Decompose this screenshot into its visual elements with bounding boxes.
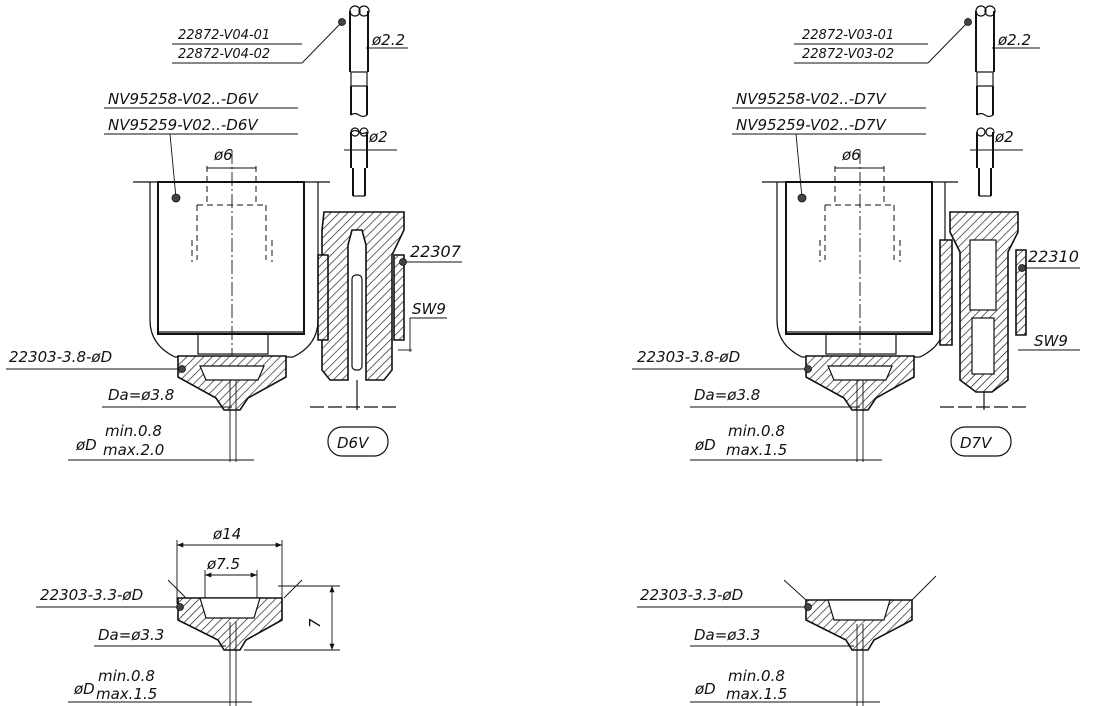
sleeve-part-number: 22310 (1028, 247, 1079, 266)
nozzle-tip (177, 355, 287, 462)
body-part-leader (104, 107, 298, 203)
pin-part-leader (794, 18, 972, 64)
sleeve-part-number: 22307 (410, 242, 462, 261)
pin-lower-diameter: ø2 (368, 128, 388, 146)
od-min: min.0.8 (728, 422, 785, 440)
heater-housing (762, 150, 958, 360)
pin-upper-diameter: ø2.2 (997, 31, 1031, 49)
sleeve-22310 (939, 211, 1080, 410)
od-symbol: øD (73, 680, 95, 698)
variant-label: D7V (960, 434, 993, 452)
body-diameter: ø6 (213, 146, 233, 164)
nozzle-part-dot (178, 365, 186, 373)
od-min: min.0.8 (105, 422, 162, 440)
nozzle-da: Da=ø3.8 (108, 386, 174, 404)
nozzle-detail-3-3-left: ø14 ø7.5 7 22303-3.3-øD Da=ø3.3 øD min.0… (36, 525, 340, 706)
variant-label: D6V (337, 434, 370, 452)
body-part-number-2: NV95259-V02..-D7V (736, 116, 887, 134)
nozzle-part-dot (176, 603, 184, 611)
pin-part-number-2: 22872-V03-02 (802, 47, 894, 62)
inner-diameter: ø7.5 (206, 555, 240, 573)
nozzle-part-number: 22303-3.3-øD (40, 586, 143, 604)
body-part-number-2: NV95259-V02..-D6V (108, 116, 259, 134)
od-min: min.0.8 (728, 667, 785, 685)
nozzle-part-dot (804, 603, 812, 611)
nozzle-part-dot (804, 365, 812, 373)
nozzle-da: Da=ø3.8 (694, 386, 760, 404)
od-min: min.0.8 (98, 667, 155, 685)
ejector-pin-lower (970, 127, 1023, 197)
pin-part-number-1: 22872-V03-01 (802, 28, 894, 43)
nozzle-detail-3-3-right: 22303-3.3-øD Da=ø3.3 øD min.0.8 max.1.5 (637, 575, 937, 706)
outer-diameter: ø14 (212, 525, 241, 543)
pin-part-number-1: 22872-V04-01 (178, 28, 270, 43)
ejector-pin-lower (344, 127, 397, 197)
wrench-size: SW9 (412, 300, 446, 318)
od-max: max.1.5 (726, 441, 787, 459)
pin-part-leader (172, 18, 346, 64)
nozzle-part-number: 22303-3.3-øD (640, 586, 743, 604)
variant-tag (950, 426, 1012, 457)
od-max: max.1.5 (96, 685, 157, 703)
assembly-d7v: 22872-V03-01 22872-V03-02 ø2.2 ø2 (632, 5, 1080, 462)
body-part-number-1: NV95258-V02..-D7V (736, 90, 887, 108)
height-value: 7 (306, 618, 324, 628)
od-symbol: øD (694, 436, 716, 454)
nozzle-da: Da=ø3.3 (98, 626, 164, 644)
pin-lower-diameter: ø2 (994, 128, 1014, 146)
nozzle-tip (805, 355, 915, 462)
body-diameter: ø6 (841, 146, 861, 164)
od-symbol: øD (75, 436, 97, 454)
nozzle-da: Da=ø3.3 (694, 626, 760, 644)
pin-upper-diameter: ø2.2 (371, 31, 405, 49)
nozzle-part-number: 22303-3.8-øD (637, 348, 740, 366)
heater-housing (133, 150, 330, 360)
variant-tag (327, 426, 389, 457)
ejector-pin-upper (349, 5, 408, 118)
ejector-pin-upper (975, 5, 1040, 118)
pin-part-number-2: 22872-V04-02 (178, 47, 270, 62)
body-part-number-1: NV95258-V02..-D6V (108, 90, 259, 108)
od-max: max.2.0 (103, 441, 164, 459)
nozzle-part-number: 22303-3.8-øD (9, 348, 112, 366)
assembly-d6v: 22872-V04-01 22872-V04-02 ø2.2 (6, 5, 462, 462)
sleeve-22307 (310, 211, 462, 410)
od-symbol: øD (694, 680, 716, 698)
body-part-leader (732, 107, 926, 203)
wrench-size: SW9 (1034, 332, 1068, 350)
od-max: max.1.5 (726, 685, 787, 703)
